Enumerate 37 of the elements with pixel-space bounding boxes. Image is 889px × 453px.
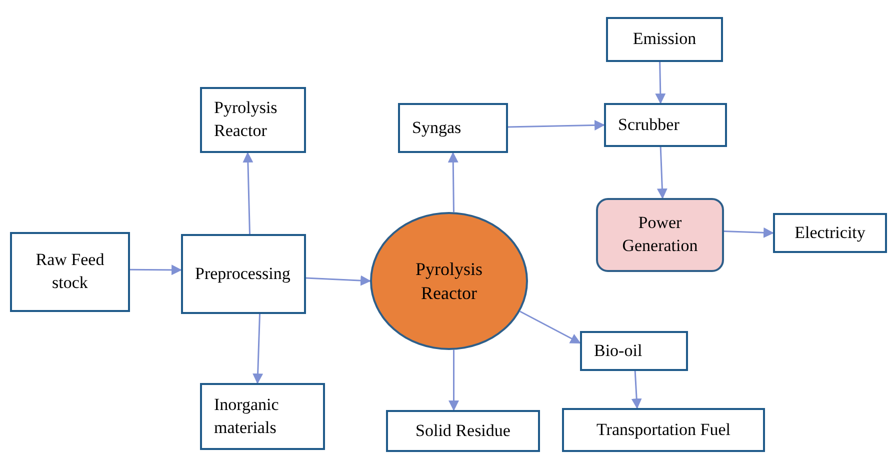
node-label: Pyrolysis Reactor — [214, 97, 278, 142]
node-label: Preprocessing — [195, 262, 290, 285]
node-label: Bio-oil — [594, 340, 642, 362]
node-label: Solid Residue — [416, 420, 510, 442]
arrow — [655, 62, 666, 104]
process-box — [200, 383, 325, 450]
arrow — [508, 120, 606, 130]
node-label: Transportation Fuel — [596, 418, 730, 441]
arrow — [306, 275, 372, 286]
node-label: Scrubber — [618, 114, 680, 136]
node-label: Inorganic materials — [214, 394, 280, 438]
node-label: Emission — [632, 28, 696, 50]
process-box — [200, 87, 306, 153]
process-box — [386, 410, 540, 452]
process-box — [10, 232, 130, 312]
process-box — [580, 331, 688, 371]
process-box — [604, 103, 727, 147]
process-box — [181, 234, 306, 314]
process-box — [398, 103, 508, 153]
arrow — [130, 264, 182, 276]
node-label: Electricity — [794, 222, 866, 244]
process-box — [606, 17, 723, 62]
arrow — [724, 227, 774, 238]
arrow — [252, 314, 264, 384]
node-label: Pyrolysis Reactor — [414, 258, 484, 305]
arrow — [448, 152, 458, 212]
node-label: Power Generation — [621, 212, 699, 257]
process-box — [596, 198, 724, 272]
arrow — [242, 152, 254, 234]
process-box — [773, 213, 887, 253]
node-label: Syngas — [412, 116, 462, 139]
arrow — [520, 310, 581, 344]
node-label: Raw Feed stock — [34, 249, 106, 294]
process-box — [562, 408, 765, 452]
arrow — [631, 370, 642, 410]
arrow — [656, 146, 668, 200]
arrow — [448, 350, 459, 412]
